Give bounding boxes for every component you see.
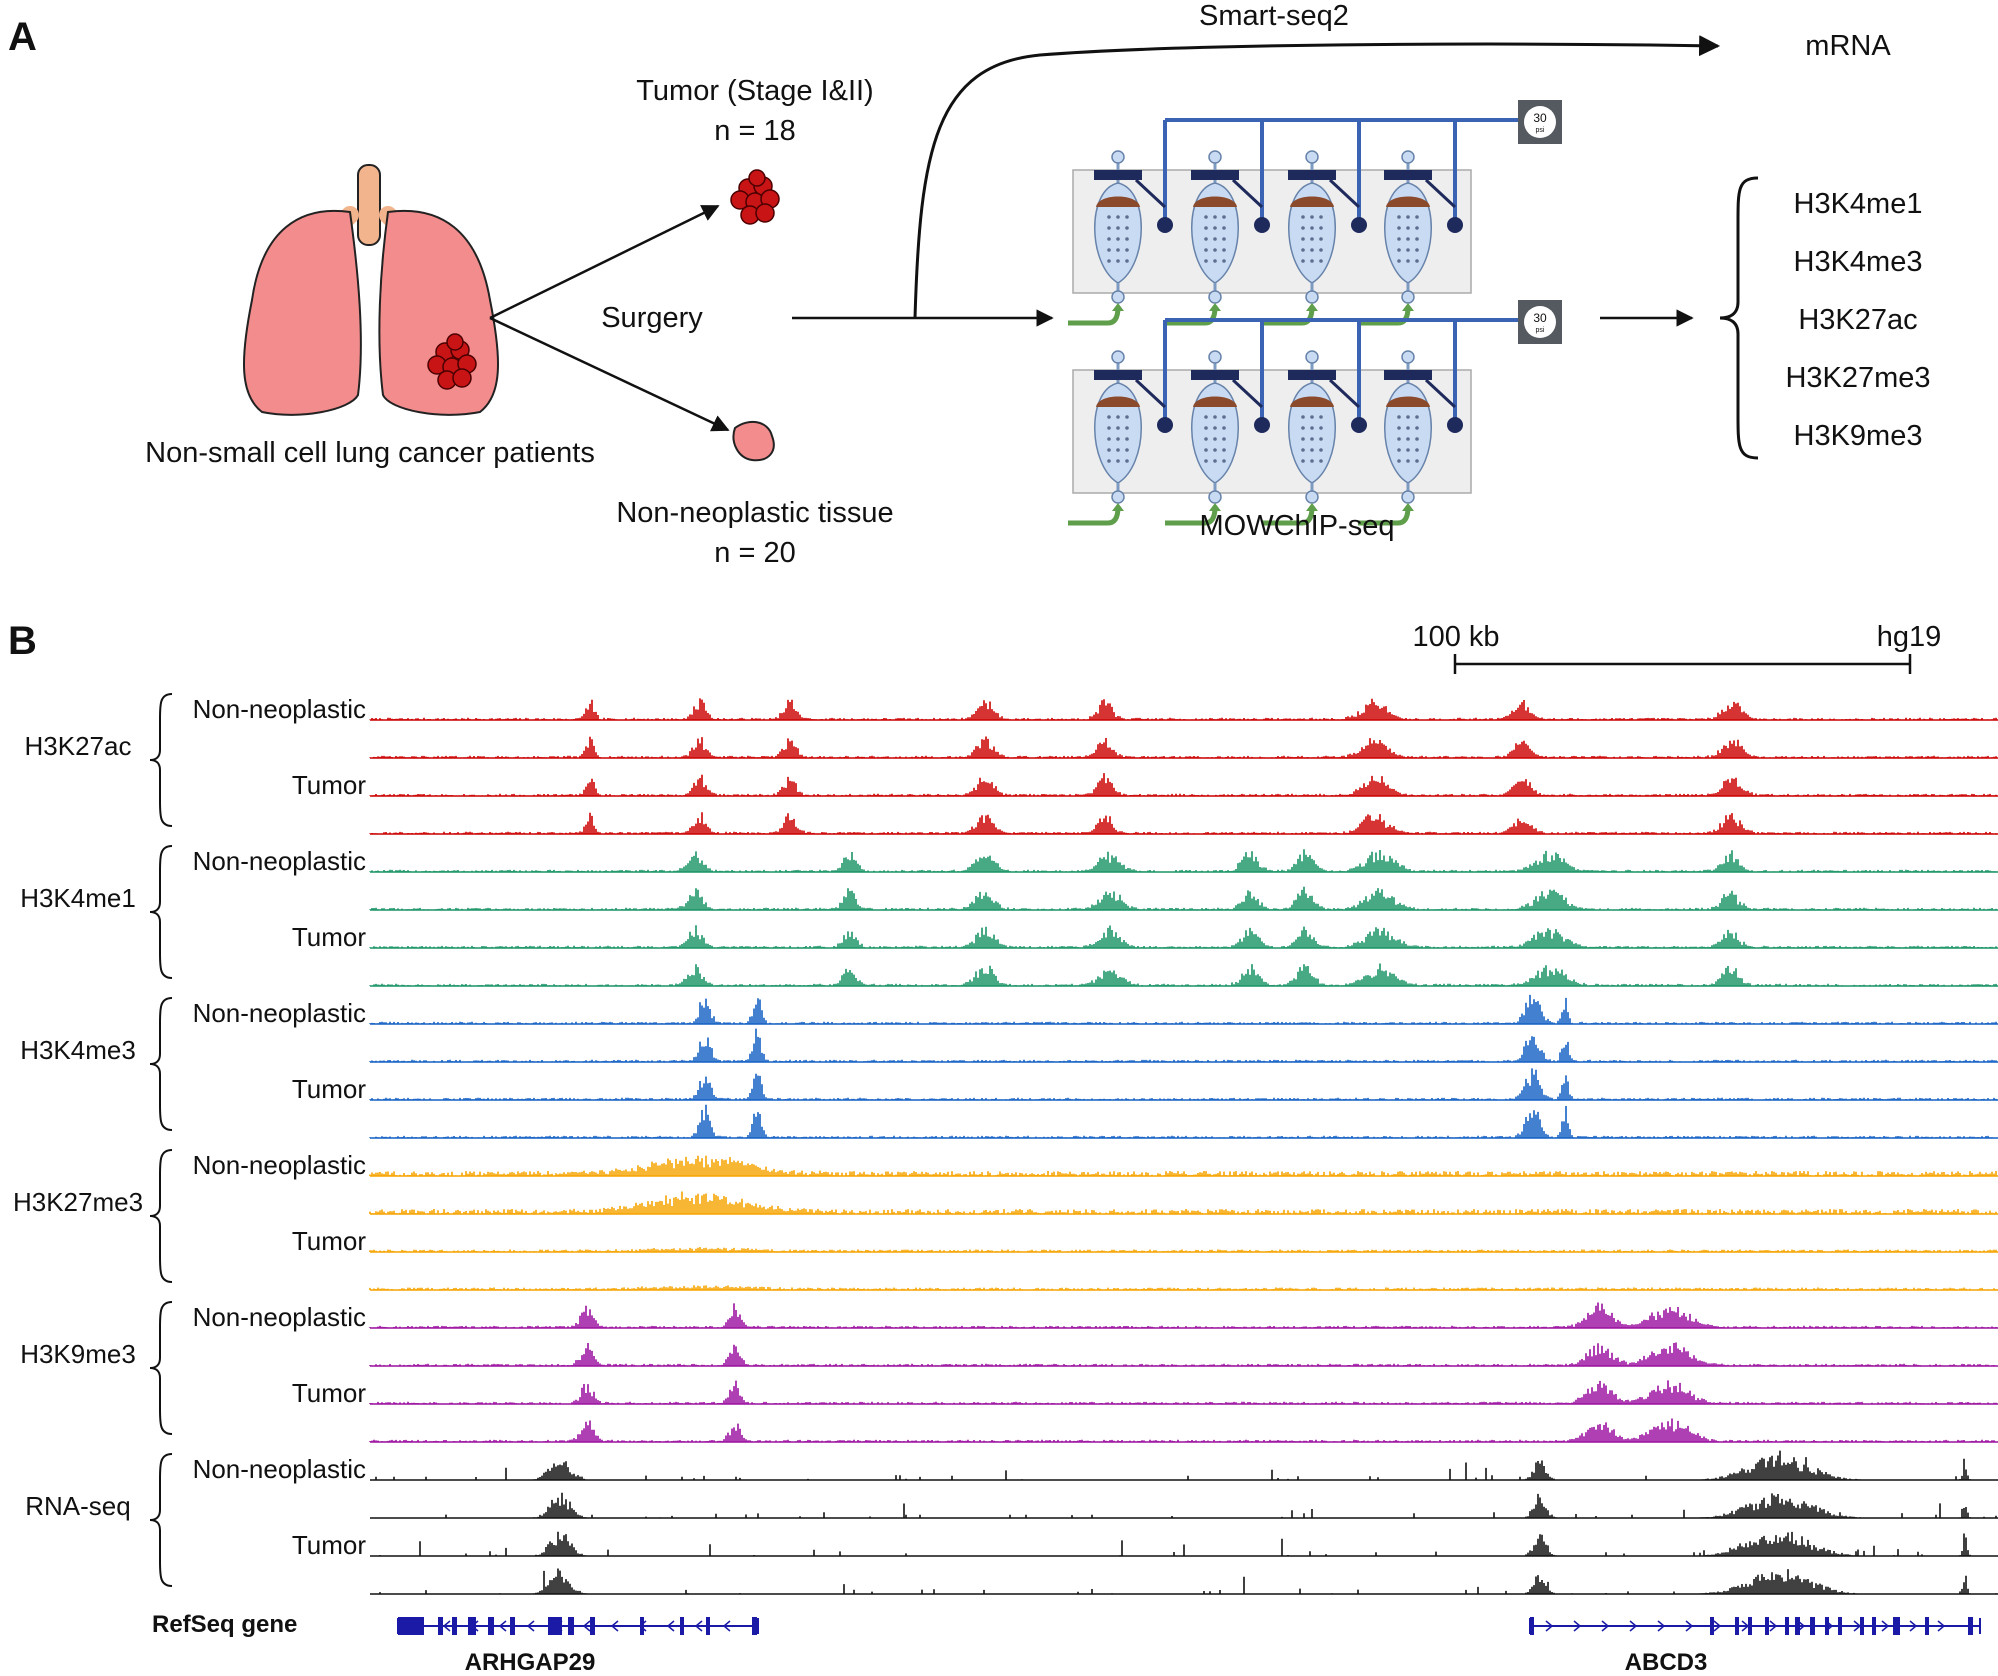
track-label: Tumor: [292, 1226, 366, 1256]
group-label: H3K4me3: [20, 1035, 136, 1065]
mrna-label: mRNA: [1805, 30, 1891, 62]
track-signal: [369, 736, 1997, 758]
track-signal: [369, 1028, 1997, 1062]
mowchip-label: MOWChIP-seq: [1200, 510, 1395, 542]
track-signal: [375, 1450, 1971, 1480]
group-label: H3K9me3: [20, 1339, 136, 1369]
gene-name-arhgap29: ARHGAP29: [465, 1649, 596, 1676]
normal-title: Non-neoplastic tissue: [616, 497, 893, 529]
track-signal: [369, 1155, 1997, 1176]
arrow-smartseq: [913, 35, 1721, 319]
mowchip-devices: 30 psi 30 psi: [1068, 100, 1562, 526]
normal-tissue-icon: [732, 420, 775, 462]
group-brace: [149, 845, 173, 979]
refseq-label: RefSeq gene: [152, 1611, 297, 1638]
lung-tumor: [427, 333, 477, 390]
mark-h3k4me3: H3K4me3: [1794, 246, 1923, 278]
scale-label: 100 kb: [1412, 621, 1499, 653]
pressure-value: 30: [1533, 111, 1547, 125]
track-label: Non-neoplastic: [193, 694, 366, 724]
group-brace: [149, 1301, 173, 1435]
track-signal: [369, 925, 1997, 948]
track-signal: [369, 1104, 1997, 1138]
mowchip-chip-1: 30 psi: [1068, 100, 1562, 326]
gene-model-arhgap29: [397, 1617, 759, 1635]
track-signal: [369, 698, 1997, 720]
mark-h3k4me1: H3K4me1: [1794, 188, 1923, 220]
group-brace: [149, 1453, 173, 1587]
gene-name-abcd3: ABCD3: [1625, 1649, 1708, 1676]
group-label: RNA-seq: [25, 1491, 130, 1521]
group-label: H3K4me1: [20, 883, 136, 913]
panel-b-letter: B: [8, 619, 37, 663]
track-signal: [379, 1531, 1971, 1556]
track-signal: [445, 1492, 1997, 1518]
smartseq-label: Smart-seq2: [1199, 0, 1349, 32]
pressure-unit: psi: [1536, 127, 1545, 134]
track-signal: [369, 1285, 1997, 1290]
group-brace: [149, 1149, 173, 1283]
track-label: Non-neoplastic: [193, 998, 366, 1028]
track-signal: [369, 1302, 1997, 1328]
group-brace: [149, 693, 173, 827]
track-label: Tumor: [292, 1378, 366, 1408]
group-label: H3K27me3: [13, 1187, 143, 1217]
genome-label: hg19: [1877, 621, 1942, 653]
tumor-count: n = 18: [714, 115, 795, 147]
trachea: [357, 164, 381, 246]
track-signal: [369, 994, 1997, 1024]
normal-count: n = 20: [714, 537, 795, 569]
group-brace: [149, 997, 173, 1131]
track-label: Non-neoplastic: [193, 1302, 366, 1332]
mark-h3k27me3: H3K27me3: [1785, 362, 1930, 394]
arrow-to-tumor: [489, 204, 720, 320]
track-signal: [369, 963, 1997, 986]
mowchip-chip-2: 30 psi: [1068, 300, 1562, 526]
tumor-title: Tumor (Stage I&II): [636, 75, 873, 107]
track-signal: [369, 812, 1997, 834]
track-label: Tumor: [292, 922, 366, 952]
tumor-sample-icon: [730, 169, 780, 225]
track-signal: [369, 849, 1997, 872]
track-signal: [369, 1247, 1997, 1252]
track-signal: [369, 1380, 1997, 1404]
scale-bar: [1453, 654, 1912, 674]
track-label: Tumor: [292, 1074, 366, 1104]
track-signal: [369, 1418, 1997, 1442]
gene-model-abcd3: [1529, 1617, 1981, 1635]
track-label: Non-neoplastic: [193, 846, 366, 876]
track-signal: [369, 773, 1997, 796]
track-signal: [369, 1191, 1997, 1214]
surgery-label: Surgery: [601, 302, 703, 334]
refseq-genes: [397, 1617, 1981, 1635]
pressure-value: 30: [1533, 311, 1547, 325]
track-signal: [369, 1068, 1997, 1100]
track-label: Non-neoplastic: [193, 1454, 366, 1484]
marks-brace: [1719, 176, 1759, 460]
track-label: Tumor: [292, 770, 366, 800]
track-signal: [379, 1568, 1997, 1594]
group-label: H3K27ac: [25, 731, 132, 761]
arrow-to-normal: [489, 316, 730, 432]
lungs-illustration: [242, 164, 500, 416]
track-label: Tumor: [292, 1530, 366, 1560]
genome-tracks: H3K27acNon-neoplasticTumorH3K4me1Non-neo…: [13, 693, 1998, 1595]
mark-h3k9me3: H3K9me3: [1794, 420, 1923, 452]
patients-label: Non-small cell lung cancer patients: [145, 437, 595, 469]
track-label: Non-neoplastic: [193, 1150, 366, 1180]
mark-h3k27ac: H3K27ac: [1798, 304, 1917, 336]
track-signal: [369, 886, 1997, 910]
track-signal: [369, 1342, 1995, 1366]
pressure-unit: psi: [1536, 327, 1545, 334]
panel-a-letter: A: [8, 15, 37, 59]
left-lung: [242, 209, 362, 416]
